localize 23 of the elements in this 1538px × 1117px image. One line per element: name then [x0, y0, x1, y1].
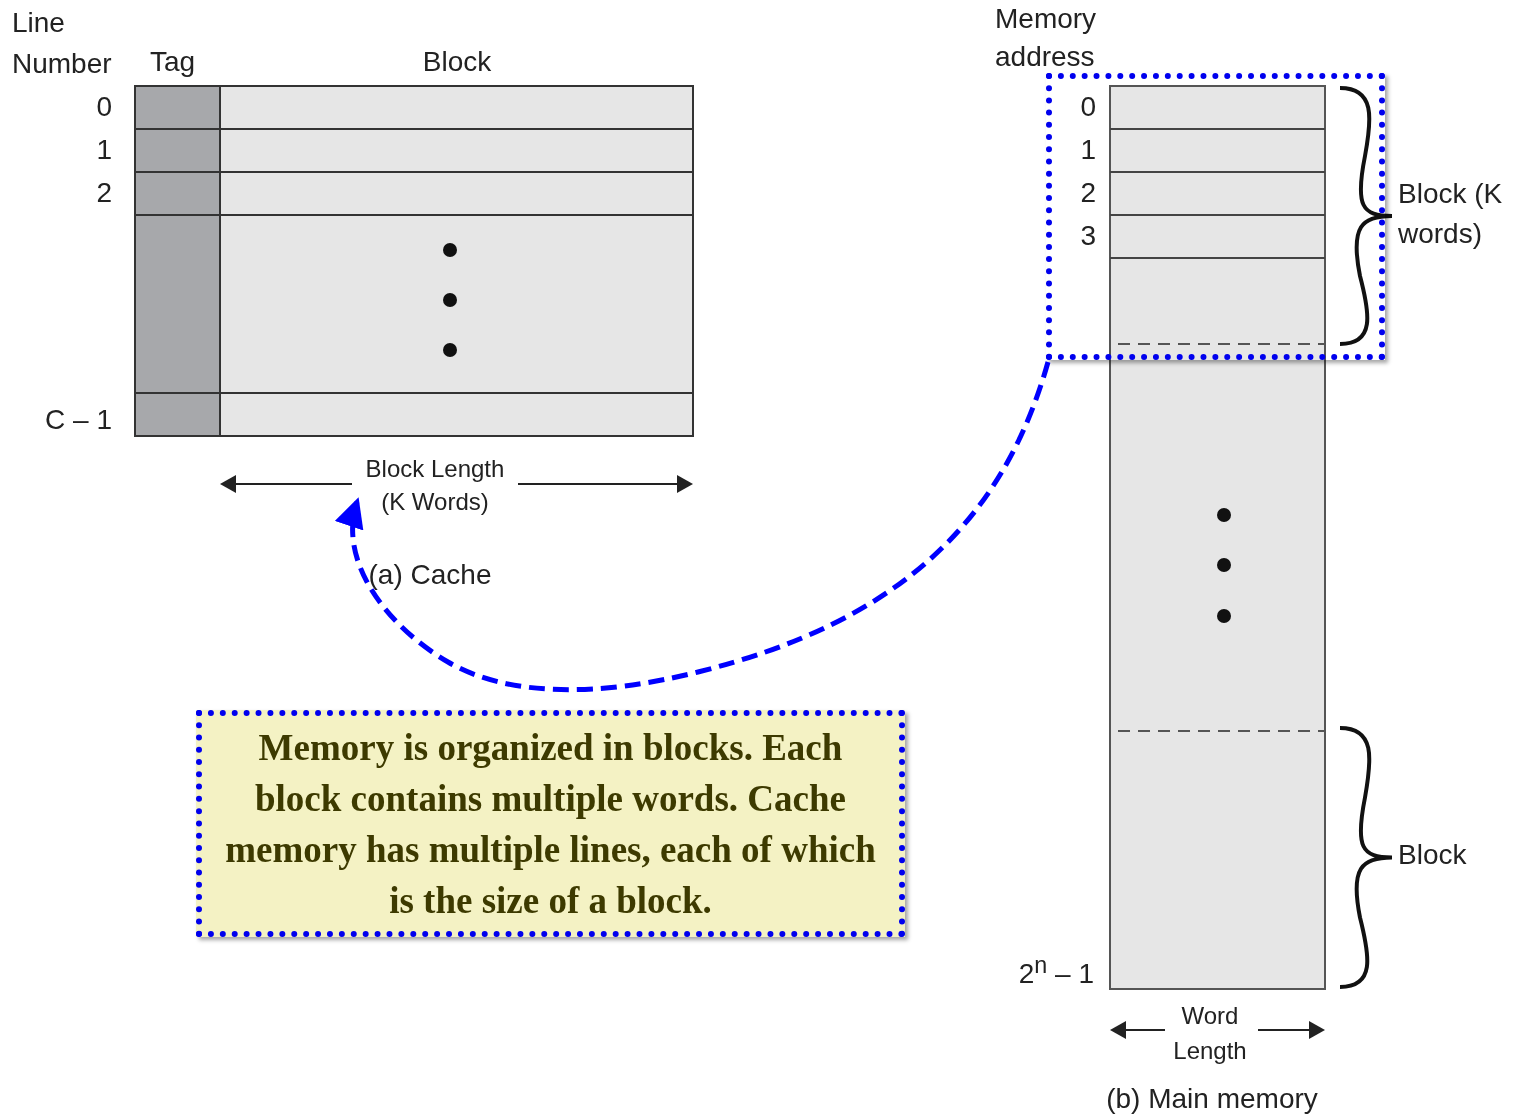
note-text: Memory is organized in blocks. Each block contains multiple words. Cache memory has multiple lines, each of which is the size of a block. — [224, 725, 877, 923]
brace-label: Block — [1398, 838, 1468, 872]
figure-caption: (b) Main memory — [1105, 1082, 1319, 1116]
memory-address: 2 — [1079, 176, 1096, 210]
figure-caption: (a) Cache — [367, 558, 493, 592]
line-number: 2 — [95, 176, 112, 210]
brace-label: Block (K words) — [1398, 177, 1504, 251]
column-header: Memory address — [995, 2, 1098, 74]
line-number: C – 1 — [44, 403, 112, 437]
memory-address: 3 — [1079, 219, 1096, 253]
column-header: Line Number — [12, 6, 113, 81]
line-number: 0 — [95, 90, 112, 124]
column-header: Tag — [150, 45, 197, 79]
line-number: 1 — [95, 133, 112, 167]
column-header: Block — [421, 45, 493, 79]
memory-address: 2$^{n}$ – 1 — [1017, 951, 1094, 992]
memory-address: 0 — [1079, 90, 1096, 124]
dimension-label: Block Length (K Words) — [364, 454, 506, 517]
dashed-arrow — [336, 361, 1051, 692]
highlight-box — [1046, 73, 1385, 360]
memory-address: 1 — [1079, 133, 1096, 167]
note-box — [196, 710, 905, 937]
dimension-label: Word Length — [1172, 1001, 1248, 1066]
